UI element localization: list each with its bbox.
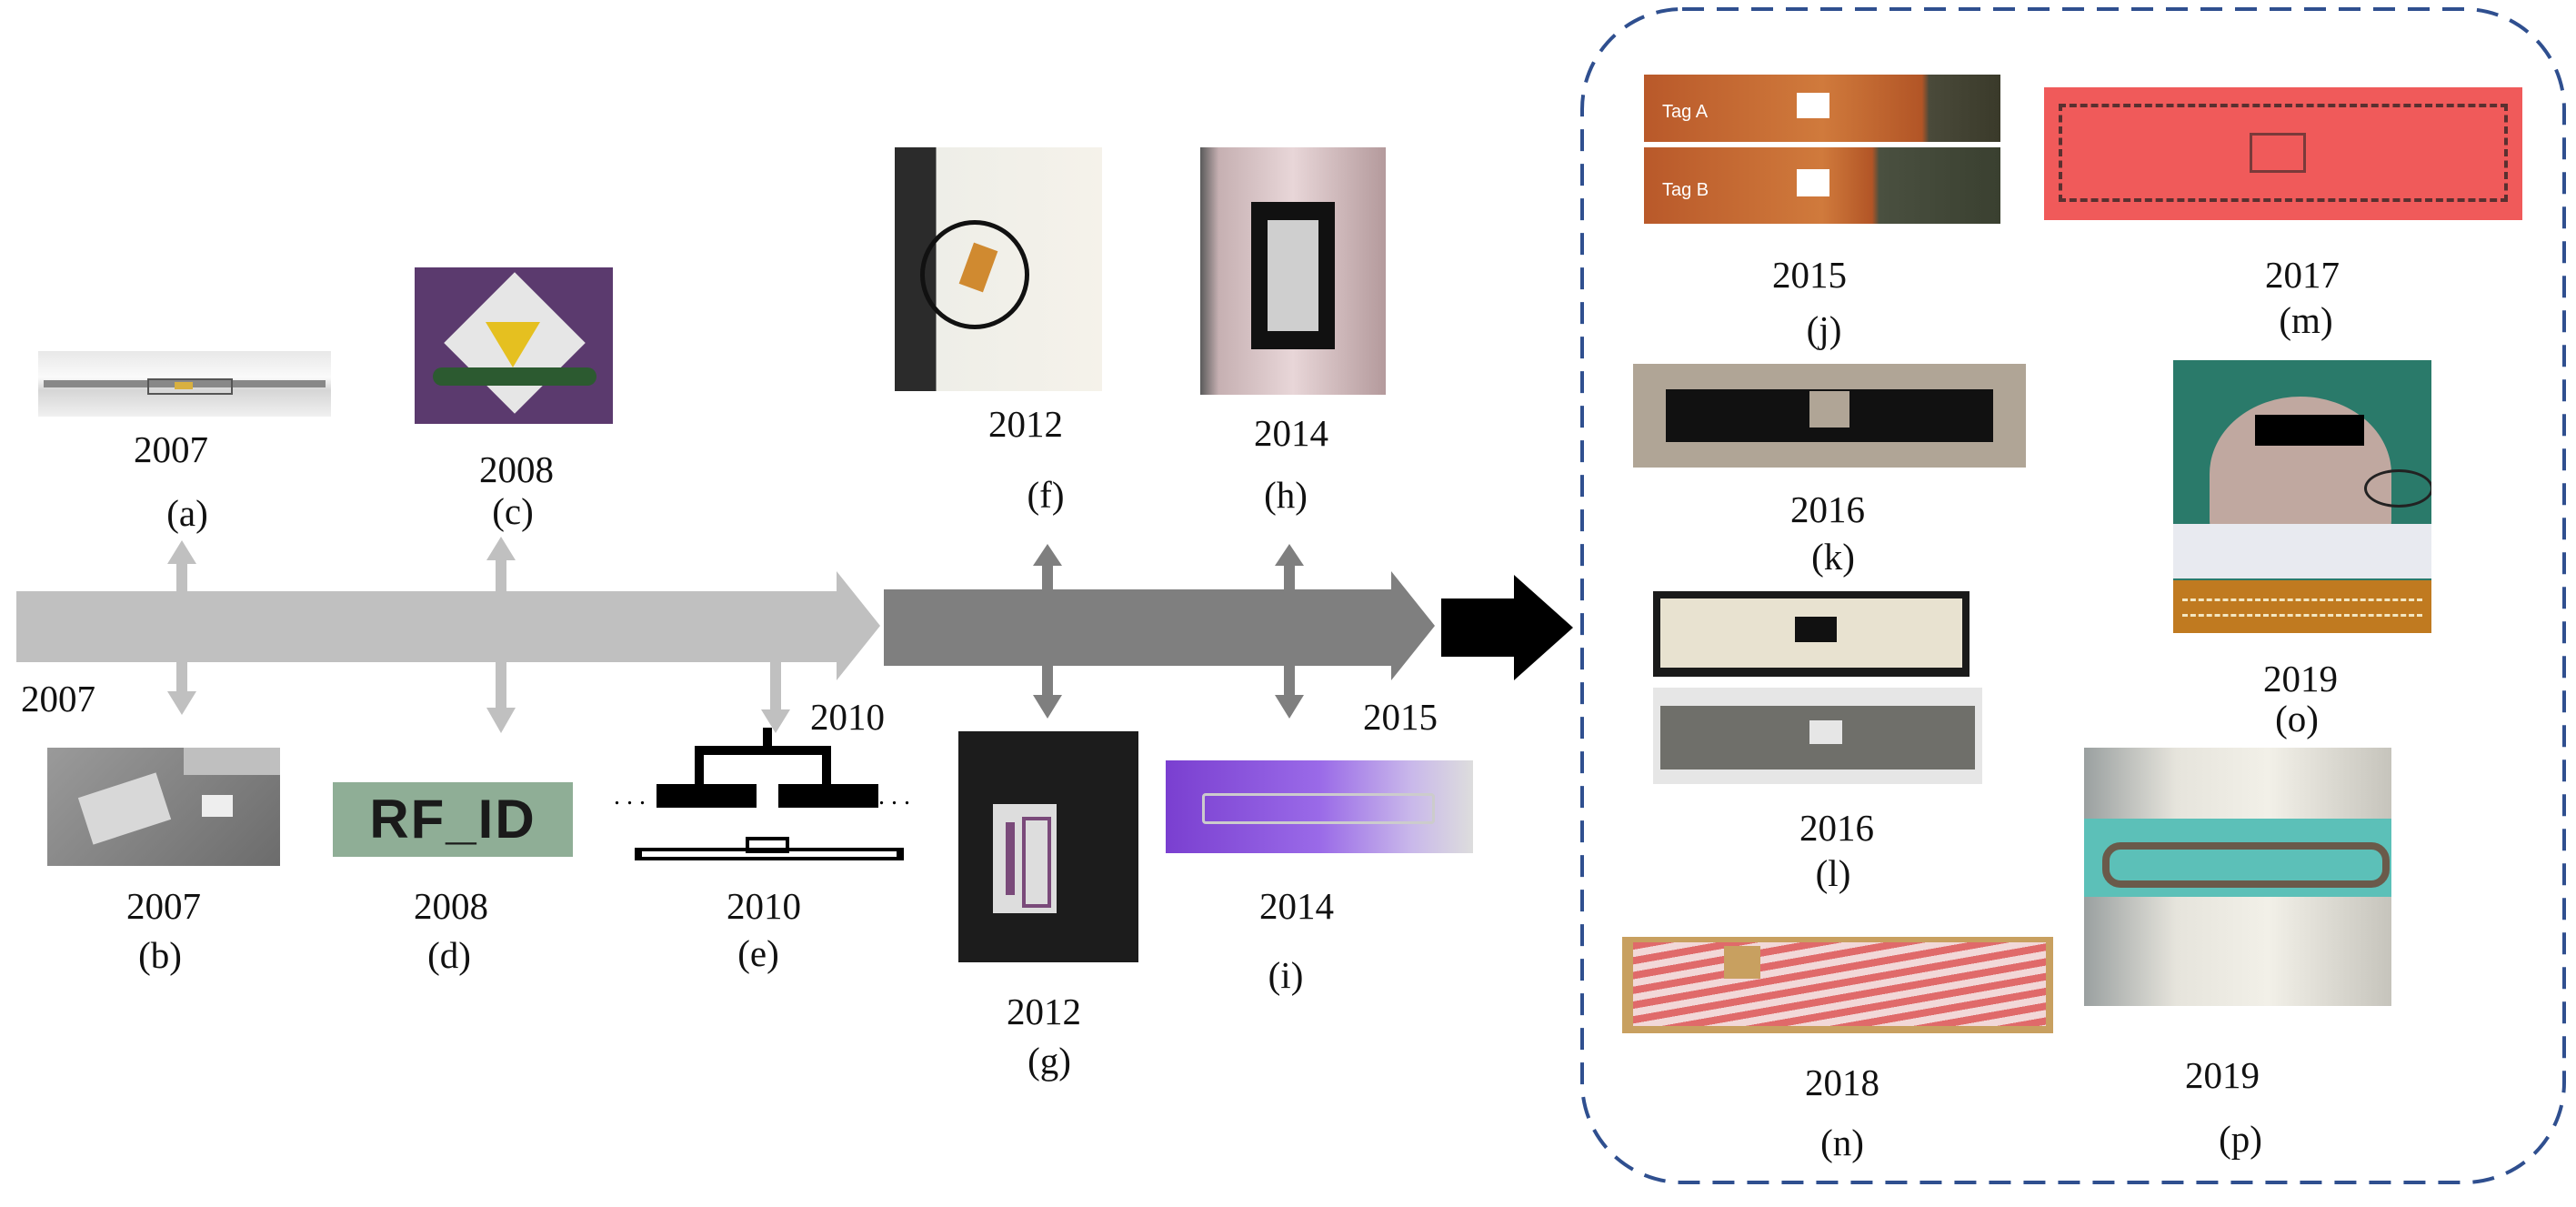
year-c: 2008 — [479, 448, 554, 490]
censor-bar — [2255, 415, 2364, 446]
year-m: 2017 — [2265, 254, 2340, 296]
double-arrow-h-i — [1275, 544, 1304, 719]
year-i: 2014 — [1259, 885, 1334, 927]
letter-f: (f) — [1027, 474, 1065, 516]
photo-n — [1622, 937, 2053, 1033]
letter-d: (d) — [427, 934, 471, 976]
year-h: 2014 — [1254, 412, 1328, 454]
photo-p — [2084, 748, 2391, 1006]
svg-text:. . .: . . . — [878, 782, 910, 810]
year-b: 2007 — [126, 885, 201, 927]
photo-j-tag-a: Tag A — [1644, 75, 2000, 142]
timeline-arrow-light — [16, 571, 880, 680]
letter-p: (p) — [2219, 1118, 2262, 1160]
letter-n: (n) — [1820, 1122, 1864, 1163]
letter-a: (a) — [166, 492, 208, 534]
year-a: 2007 — [134, 428, 208, 470]
photo-k — [1633, 364, 2026, 468]
photo-j-tag-b: Tag B — [1644, 147, 2000, 224]
photo-b — [47, 748, 280, 866]
tag-b-label: Tag B — [1662, 180, 1709, 200]
arrow-to-e — [761, 646, 790, 733]
year-f: 2012 — [988, 403, 1063, 445]
timeline-arrow-mid — [884, 571, 1435, 680]
letter-k: (k) — [1811, 536, 1855, 578]
double-arrow-c-d — [486, 537, 516, 733]
photo-c — [415, 267, 613, 424]
photo-g — [958, 731, 1138, 962]
year-d: 2008 — [414, 885, 488, 927]
photo-i — [1166, 760, 1473, 853]
year-g: 2012 — [1007, 991, 1081, 1032]
year-p: 2019 — [2185, 1054, 2260, 1096]
photo-d: RF_ID — [333, 782, 573, 857]
letter-o: (o) — [2275, 698, 2319, 739]
year-n: 2018 — [1805, 1061, 1879, 1103]
double-arrow-f-g — [1033, 544, 1062, 719]
timeline-mid-year: 2010 — [810, 696, 885, 738]
tag-a-label: Tag A — [1662, 102, 1709, 122]
antenna-schematic-e: . . . . . . — [614, 728, 910, 860]
rfid-tag-text: RF_ID — [369, 789, 536, 850]
year-j: 2015 — [1772, 254, 1847, 296]
svg-text:. . .: . . . — [614, 782, 646, 810]
letter-l: (l) — [1815, 852, 1851, 894]
recent-works-panel — [1580, 7, 2566, 1184]
photo-f — [895, 147, 1102, 391]
year-e: 2010 — [727, 885, 801, 927]
year-o: 2019 — [2263, 658, 2338, 699]
double-arrow-a-b — [167, 540, 196, 715]
letter-g: (g) — [1027, 1040, 1071, 1081]
letter-j: (j) — [1806, 308, 1842, 350]
photo-m — [2044, 87, 2522, 220]
big-black-arrow-icon — [1441, 575, 1573, 680]
photo-h — [1200, 147, 1386, 395]
timeline-start-year: 2007 — [21, 678, 95, 719]
letter-b: (b) — [138, 934, 182, 976]
year-l: 2016 — [1799, 807, 1874, 849]
letter-i: (i) — [1268, 954, 1304, 996]
photo-l-gray — [1653, 688, 1982, 784]
letter-m: (m) — [2279, 299, 2333, 341]
letter-c: (c) — [492, 490, 534, 532]
photo-a — [38, 351, 331, 417]
photo-o — [2173, 360, 2431, 633]
letter-e: (e) — [737, 932, 779, 974]
photo-l-white — [1653, 591, 1970, 677]
letter-h: (h) — [1264, 474, 1308, 516]
year-k: 2016 — [1790, 488, 1865, 530]
timeline-end-year: 2015 — [1363, 696, 1438, 738]
